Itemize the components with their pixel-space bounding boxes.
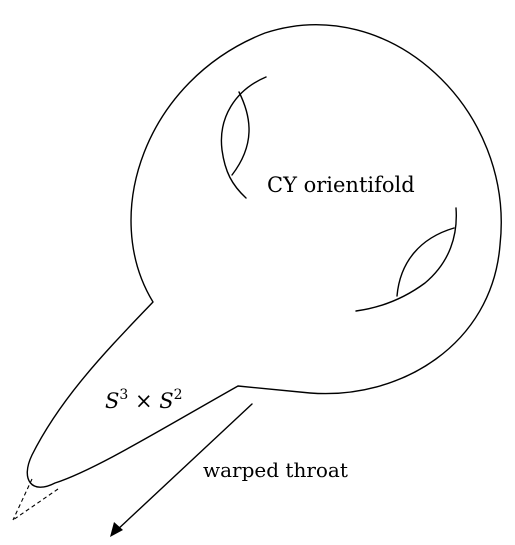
warped-throat-arrow-head [110,522,123,537]
throat-region-exp1: 3 [119,387,128,403]
orientifold-outline [27,25,501,487]
handle-right-inner-curve [397,228,454,296]
throat-region-s1: S [105,389,119,413]
manifold-label: CY orientifold [267,173,415,197]
handle-upper-outer-curve [221,77,266,198]
handle-right-outer-curve [356,208,456,311]
arrow-label: warped throat [203,458,348,482]
throat-region-label: S3 × S2 [105,387,183,413]
throat-region-s2: S [159,389,173,413]
throat-region-exp2: 2 [174,387,183,403]
handle-upper-inner-curve [232,92,249,175]
throat-region-times: × [128,389,159,413]
